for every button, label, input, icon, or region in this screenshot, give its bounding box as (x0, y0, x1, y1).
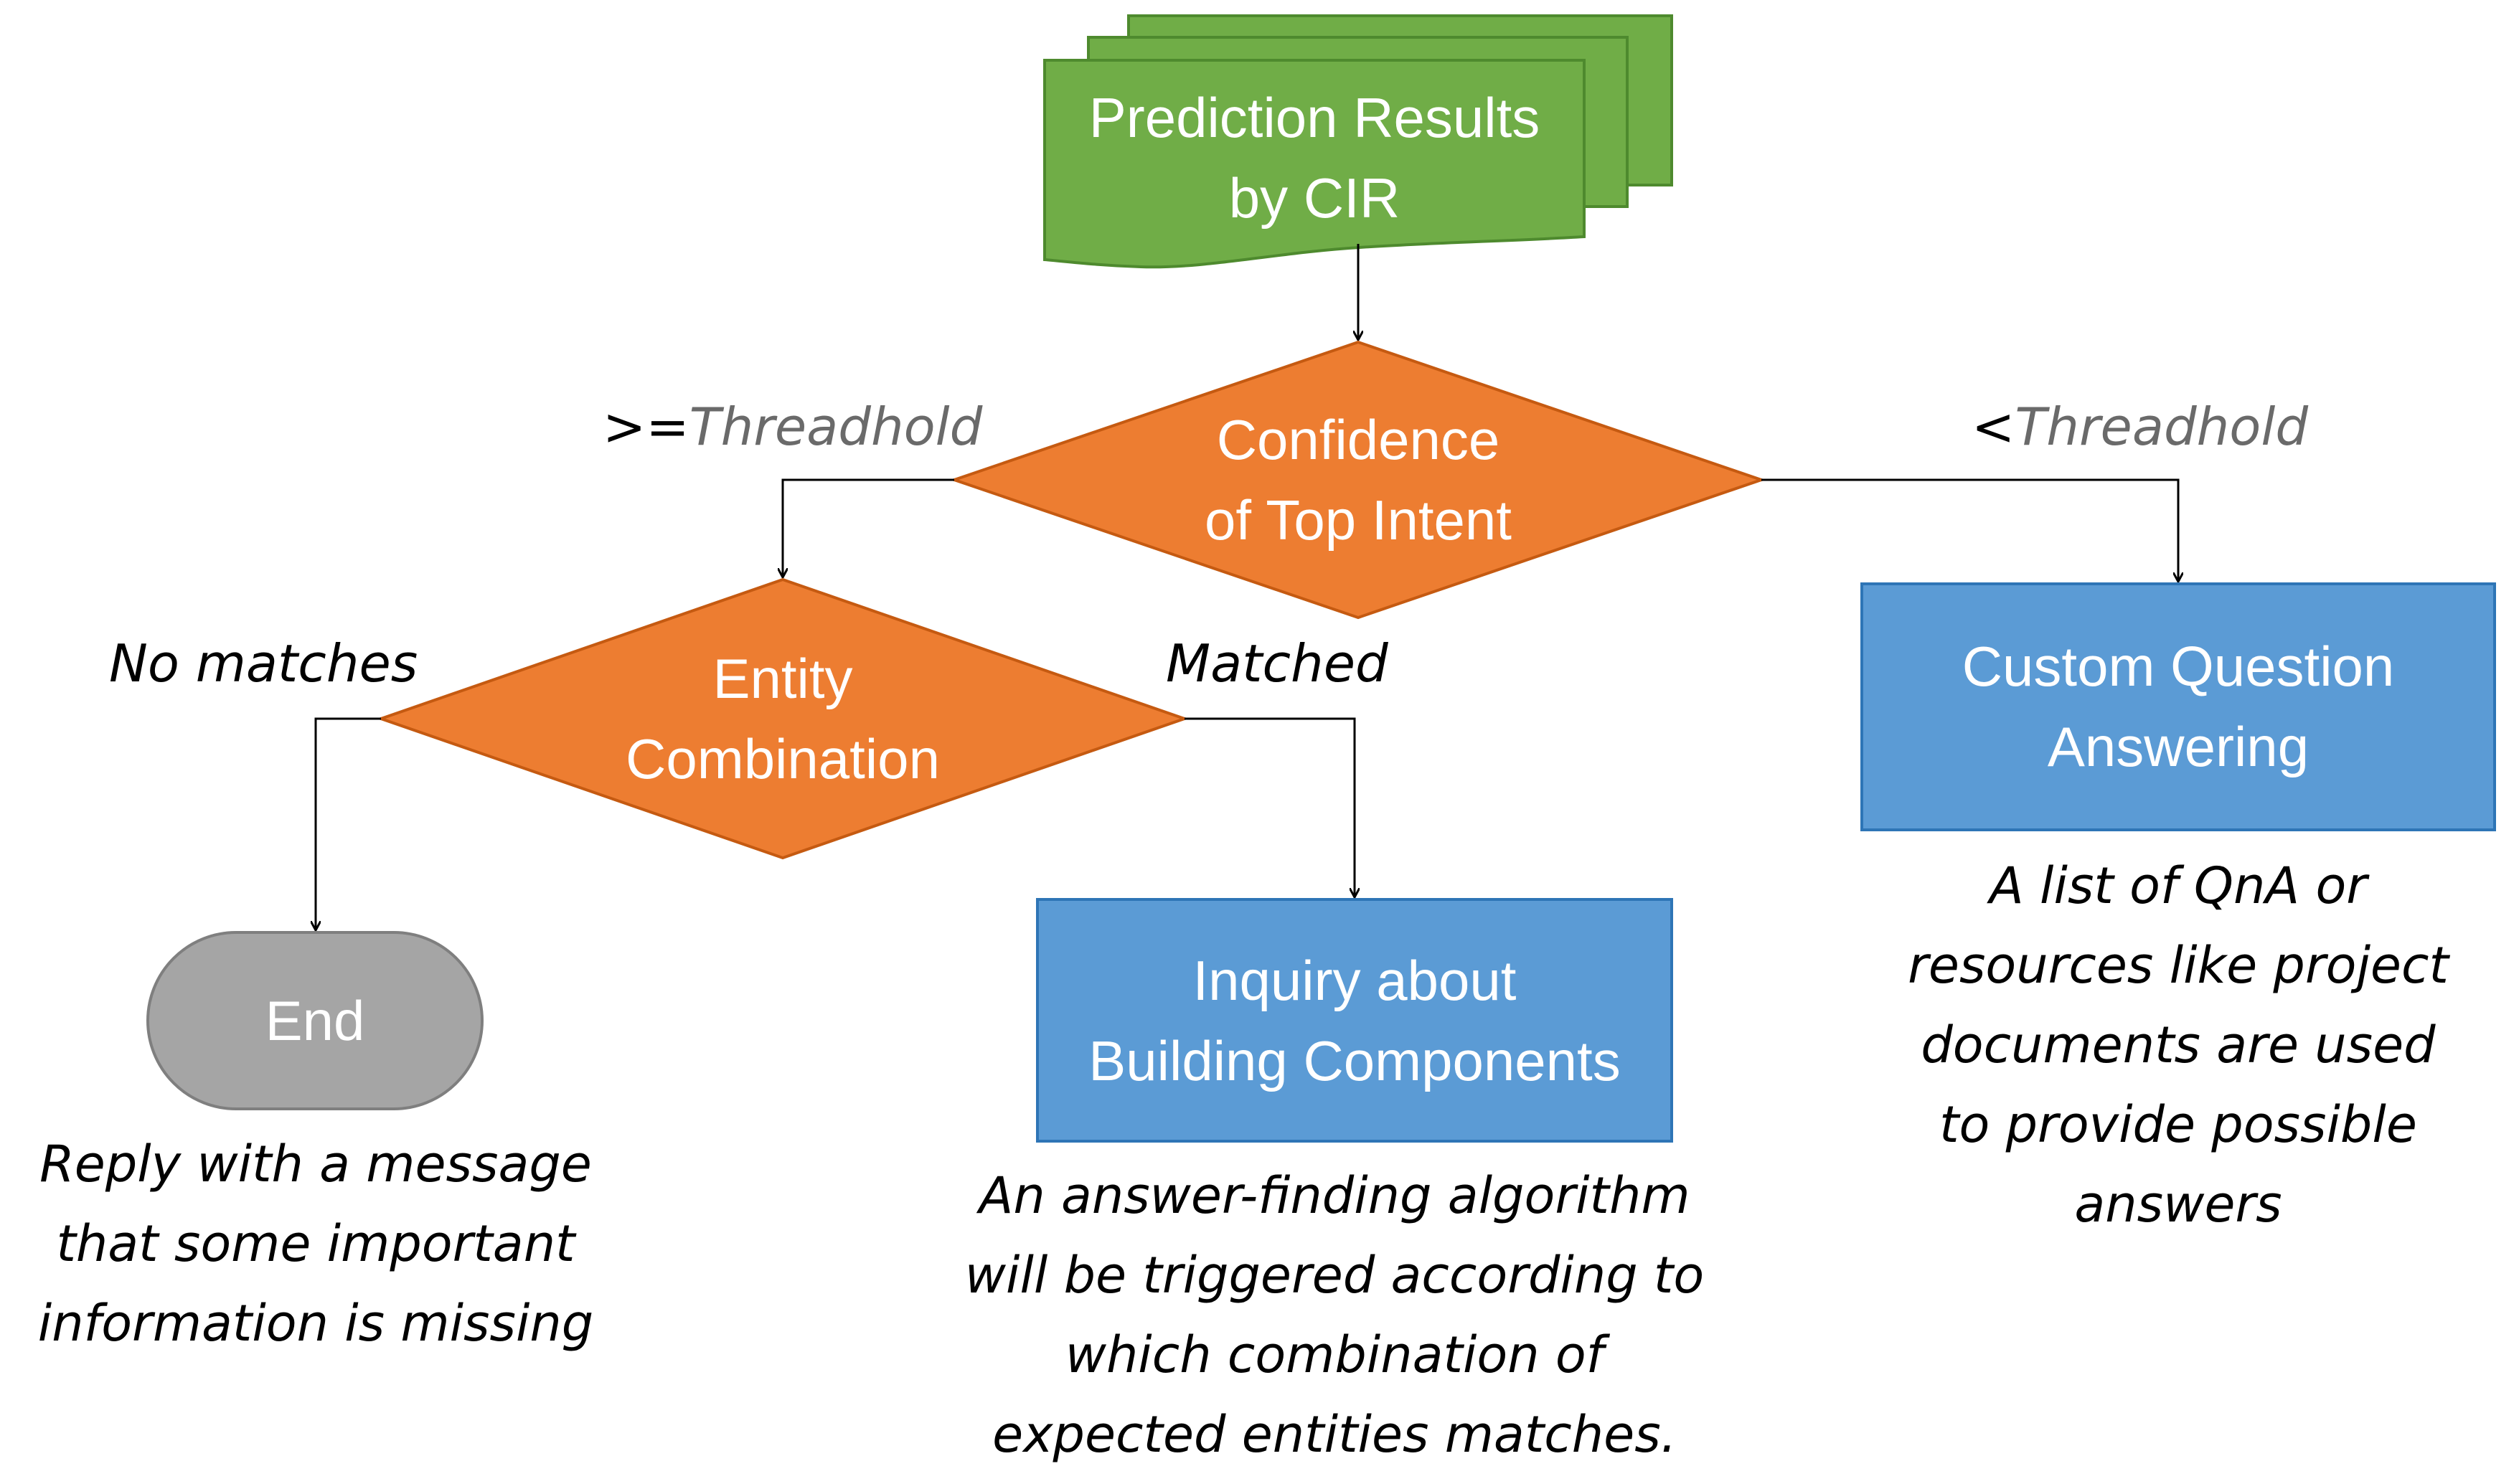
confidence-label: Confidence of Top Intent (1205, 408, 1512, 552)
arrow-confidence-to-custom-qa (1761, 478, 2178, 581)
confidence-diamond (949, 340, 1766, 620)
lt-operator: < (1972, 397, 2015, 457)
arrow-confidence-to-entity (783, 478, 954, 577)
custom-qa-label: Custom Question Answering (1962, 635, 2395, 778)
inquiry-label: Inquiry about Building Components (1088, 949, 1621, 1092)
document-front (1043, 59, 1586, 269)
edge-label-no-matches: No matches (109, 633, 418, 694)
edge-label-ge-threshold: >=Threadhold (603, 391, 982, 463)
arrow-entity-to-inquiry (1185, 717, 1355, 897)
ge-operator: >= (603, 397, 689, 457)
entity-diamond (376, 577, 1190, 860)
arrow-entity-to-end (316, 717, 381, 930)
end-terminator (146, 931, 484, 1110)
end-note: Reply with a message that some important… (37, 1135, 594, 1353)
entity-combination-label: Entity Combination (626, 647, 940, 790)
custom-qa-box (1860, 582, 2496, 831)
inquiry-note: An answer-finding algorithm will be trig… (964, 1166, 1705, 1464)
prediction-results-label: Prediction Results by CIR (1088, 86, 1540, 230)
custom-qa-note: A list of QnA or resources like project … (1908, 856, 2449, 1234)
end-label: End (265, 989, 365, 1052)
prediction-results-node (1043, 14, 1673, 269)
edge-label-lt-threshold: <Threadhold (1972, 391, 2308, 463)
ge-threshold-word: Threadhold (689, 397, 983, 457)
edge-label-matched: Matched (1166, 633, 1388, 694)
lt-threshold-word: Threadhold (2015, 397, 2309, 457)
inquiry-box (1036, 898, 1673, 1143)
